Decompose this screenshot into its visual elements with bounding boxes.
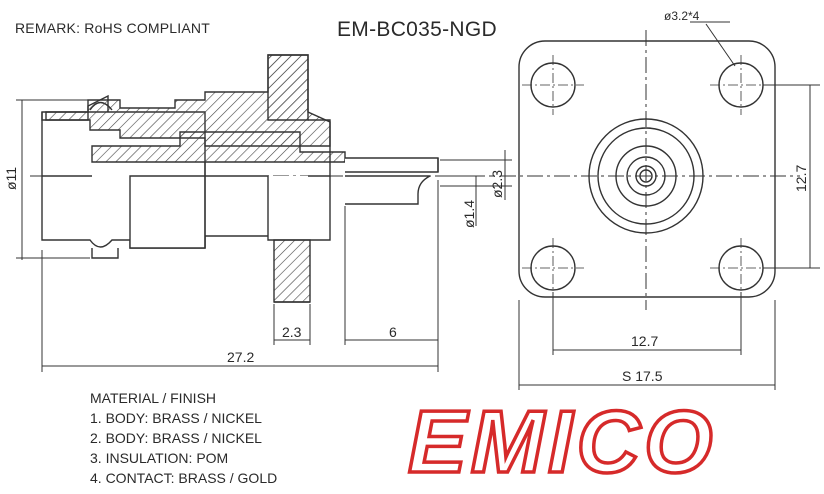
front-view (500, 30, 800, 310)
dim-overall-length: 27.2 (227, 349, 254, 365)
materials-heading: MATERIAL / FINISH (90, 390, 217, 406)
dim-contact-diameter: ø1.4 (461, 200, 477, 228)
dim-body-diameter: ø11 (3, 167, 19, 190)
square-flange (518, 40, 776, 298)
part-number-title: EM-BC035-NGD (337, 18, 497, 41)
coax-interface (588, 118, 704, 234)
flange-plate (267, 54, 309, 121)
emico-logo: EMICO (406, 392, 716, 487)
dim-pin-width: 2.3 (282, 324, 302, 340)
dim-hole-spec: ø3.2*4 (664, 9, 700, 23)
dim-hole-pitch-horizontal: 12.7 (631, 333, 658, 349)
insulator-section (91, 131, 346, 163)
solder-tail (273, 239, 311, 303)
materials-list: MATERIAL / FINISH 1. BODY: BRASS / NICKE… (90, 388, 277, 488)
material-item: 2. BODY: BRASS / NICKEL (90, 430, 262, 446)
side-dimensions (16, 99, 512, 372)
remark-text: REMARK: RoHS COMPLIANT (15, 20, 210, 36)
lower-body (129, 175, 331, 249)
contact-pin (345, 157, 439, 205)
front-dimensions (518, 21, 820, 390)
material-item: 3. INSULATION: POM (90, 450, 229, 466)
material-item: 4. CONTACT: BRASS / GOLD (90, 470, 278, 486)
dim-pin-projection: 6 (389, 324, 397, 340)
dim-flange-square: S 17.5 (622, 368, 663, 384)
logo-text: EMICO (408, 392, 716, 487)
material-item: 1. BODY: BRASS / NICKEL (90, 410, 262, 426)
dim-insulator-diameter: ø2.3 (489, 170, 505, 198)
dim-hole-pitch-vertical: 12.7 (793, 165, 809, 192)
side-view (30, 54, 495, 303)
